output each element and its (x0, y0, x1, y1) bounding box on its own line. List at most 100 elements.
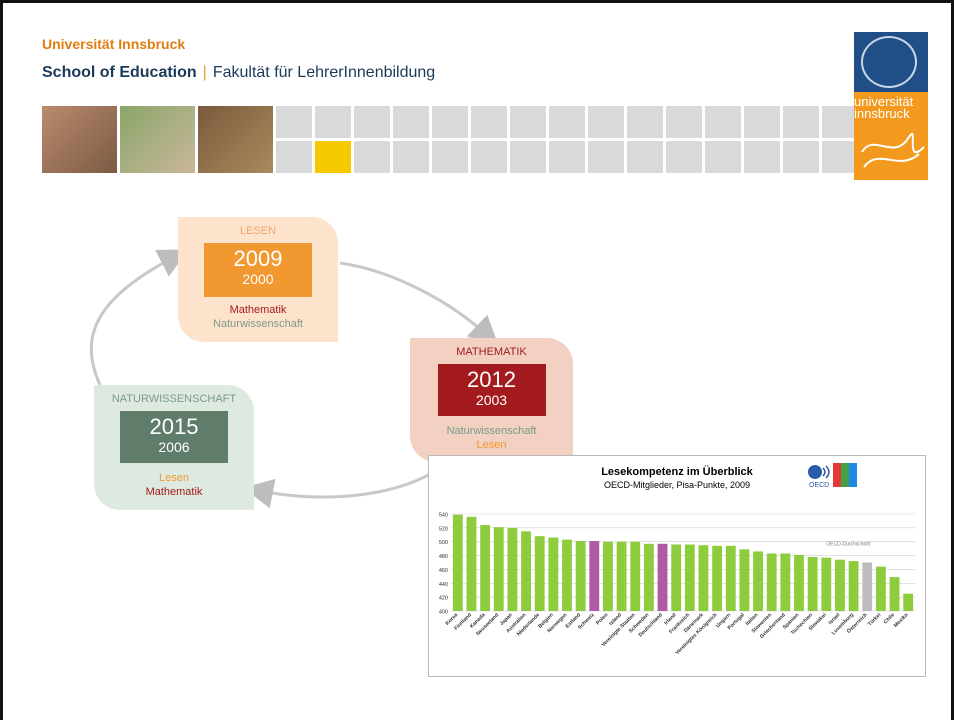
bar-japan (507, 527, 518, 611)
bar-deutschland (657, 543, 668, 611)
oecd-average-label: OECD-Durchschnitt (826, 542, 871, 548)
header-tile (510, 141, 546, 173)
bar-estland (575, 541, 586, 611)
header-tile (627, 141, 663, 173)
chart-title: Lesekompetenz im Überblick (601, 466, 753, 478)
header-tile (627, 106, 663, 138)
header-tile (354, 106, 390, 138)
bar-chile (889, 577, 900, 611)
svg-text:OECD: OECD (809, 482, 829, 489)
bar-schweiz (589, 541, 600, 611)
x-tick-label: Mexiko (893, 612, 910, 629)
bar-italien (753, 551, 763, 611)
bar-vereinigte-staaten (630, 541, 641, 611)
logo-scribble-icon (861, 133, 925, 168)
bar-polen (603, 541, 613, 611)
header-tile (276, 141, 312, 173)
y-tick-label: 400 (439, 610, 448, 616)
bar-griechenland (780, 553, 791, 611)
chart-subtitle: OECD-Mitglieder, Pisa-Punkte, 2009 (603, 480, 751, 490)
cycle-box-mathematik: MATHEMATIK 2012 2003 Naturwissenschaft L… (410, 338, 573, 462)
bar-israel (835, 559, 845, 611)
university-logo: universität innsbruck (854, 32, 928, 180)
header-tile (588, 106, 624, 138)
bar-plot: 400420440460480500520540KoreaFinnlandKan… (439, 513, 915, 656)
bar-finnland (466, 516, 477, 611)
header-tile (432, 141, 468, 173)
header-tile (822, 106, 858, 138)
year-prev: 2006 (158, 439, 190, 455)
bar-niederlande (534, 536, 545, 611)
bar-korea (452, 514, 463, 611)
year-block: 2012 2003 (437, 364, 546, 416)
year-main: 2009 (233, 246, 283, 271)
minor-subject-1: Lesen (159, 472, 189, 484)
header-tile (510, 106, 546, 138)
bar-portugal (739, 549, 750, 611)
faculty-name: Fakultät für LehrerInnenbildung (212, 64, 436, 81)
minor-subject-1: Mathematik (229, 304, 287, 316)
header-tile (393, 141, 429, 173)
header-tile (666, 106, 702, 138)
header-tile (822, 141, 858, 173)
bar-österreich (862, 562, 873, 611)
header-tile (354, 141, 390, 173)
y-tick-label: 480 (439, 554, 448, 560)
bar-irland (671, 544, 682, 611)
header-tile (471, 106, 507, 138)
header-photo (198, 106, 273, 173)
header-tile (315, 141, 351, 173)
header-tile (588, 141, 624, 173)
y-tick-label: 540 (439, 513, 448, 519)
header-photo (120, 106, 195, 173)
bar-australien (521, 531, 531, 611)
bar-ungarn (725, 545, 736, 611)
year-prev: 2000 (242, 271, 274, 287)
bar-mexiko (903, 593, 914, 611)
y-tick-label: 440 (439, 582, 448, 588)
bar-kanada (480, 525, 491, 611)
header-tile (783, 141, 819, 173)
x-tick-label: Türkei (867, 612, 883, 628)
header-tile (549, 106, 585, 138)
minor-subject-2: Lesen (476, 439, 507, 451)
subject-label: LESEN (239, 225, 277, 237)
arrow-lesen-to-mathematik (339, 261, 499, 347)
year-main: 2015 (149, 414, 199, 439)
header-tile (744, 141, 780, 173)
y-tick-label: 520 (439, 526, 448, 532)
header-tile (744, 106, 780, 138)
school-name: School of Education (42, 64, 197, 81)
header-tile (666, 141, 702, 173)
bar-neuseeland (493, 527, 504, 611)
header-tile (471, 141, 507, 173)
header-tile (393, 106, 429, 138)
logo-word-2: innsbruck (854, 106, 910, 121)
cycle-box-naturwissenschaft: NATURWISSENSCHAFT 2015 2006 Lesen Mathem… (94, 385, 254, 510)
arrow-mathematik-to-natur (243, 466, 441, 509)
x-tick-label: Polen (595, 612, 609, 626)
bar-island (616, 541, 627, 611)
year-block: 2009 2000 (204, 243, 312, 297)
y-tick-label: 500 (439, 540, 448, 546)
subject-label: NATURWISSENSCHAFT (111, 393, 237, 405)
reading-chart: Lesekompetenz im Überblick OECD-Mitglied… (428, 455, 926, 677)
minor-subject-2: Mathematik (145, 486, 203, 498)
minor-subject-1: Naturwissenschaft (446, 425, 537, 437)
minor-subject-2: Naturwissenschaft (213, 318, 303, 330)
subject-label: MATHEMATIK (456, 346, 527, 358)
header-tile (432, 106, 468, 138)
oecd-pisa-logo: OECD (808, 463, 857, 489)
header-photo (42, 106, 117, 173)
separator: | (202, 64, 207, 81)
school-line: School of Education | Fakultät für LehrerI… (42, 64, 435, 82)
university-seal-icon (861, 36, 917, 88)
bar-vereinigtes-königreich (712, 545, 723, 611)
bar-belgien (548, 537, 559, 611)
header-tile (783, 106, 819, 138)
bar-schweden (643, 543, 654, 611)
bar-luxemburg (848, 561, 859, 611)
bar-slowakei (821, 557, 832, 611)
